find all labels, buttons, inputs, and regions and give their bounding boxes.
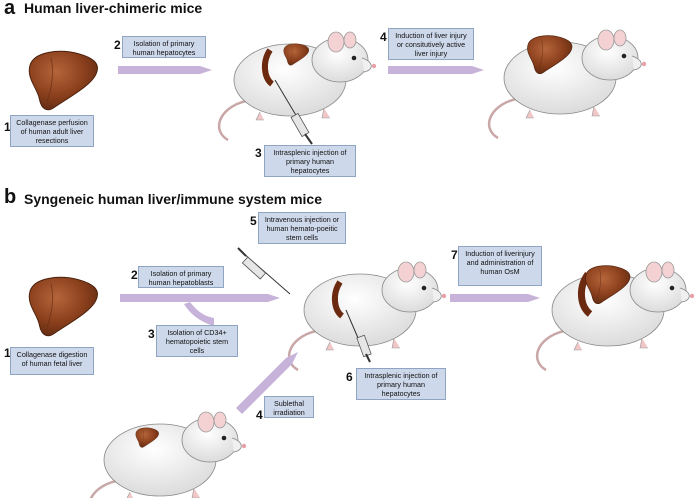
step-a-4-box: Induction of liver injury or consitutive…: [388, 28, 474, 60]
step-b-1-number: 1: [4, 346, 11, 360]
arrow-a-1: [118, 66, 212, 74]
syringe-icon-a: [274, 79, 313, 145]
arrow-b-1: [120, 294, 280, 326]
step-a-1-box: Collagenase perfusion of human adult liv…: [10, 115, 94, 147]
step-b-4-box: Sublethal irradiation: [264, 396, 314, 418]
arrow-b-7: [450, 294, 540, 302]
step-b-7-box: Induction of liverinjury and administrat…: [458, 246, 542, 286]
panel-b-letter: b: [4, 186, 17, 208]
step-b-2-box: Isolation of primary human hepatoblasts: [138, 266, 224, 288]
mouse-a-2: [487, 28, 648, 140]
step-b-6-number: 6: [346, 370, 353, 384]
syringe-icon-b-iv: [237, 247, 291, 295]
step-a-1-number: 1: [4, 120, 11, 134]
step-b-3-box: Isolation of CD34+ hematopoietic stem ce…: [156, 325, 238, 357]
liver-icon-b: [28, 276, 98, 337]
mouse-b-1: [287, 260, 448, 372]
step-a-3-number: 3: [255, 146, 262, 160]
step-b-5-box: Intravenous injection or human hemato-po…: [258, 212, 346, 244]
step-b-3-number: 3: [148, 327, 155, 341]
step-b-6-box: Intrasplenic injection of primary human …: [356, 368, 446, 400]
step-a-2-box: Isolation of primary human hepatocytes: [122, 36, 206, 58]
panel-b-title: Syngeneic human liver/immune system mice: [24, 191, 323, 207]
mouse-b-2: [535, 260, 694, 372]
step-b-1-box: Collagenase digestion of human fetal liv…: [10, 347, 94, 375]
panel-a-title: Human liver-chimeric mice: [24, 0, 203, 16]
liver-icon-a: [28, 50, 98, 111]
step-b-5-number: 5: [250, 214, 257, 228]
step-a-3-box: Intrasplenic injection of primary human …: [264, 145, 356, 177]
arrow-a-2: [388, 66, 484, 74]
syringe-icon-b-is: [345, 309, 372, 363]
mouse-b-irradiated: [87, 410, 248, 498]
step-b-7-number: 7: [451, 248, 458, 262]
step-b-2-number: 2: [131, 268, 138, 282]
arrow-b-4: [236, 352, 298, 414]
step-b-4-number: 4: [256, 408, 263, 422]
mouse-a-1: [217, 30, 378, 142]
panel-a-letter: a: [4, 0, 16, 19]
step-a-2-number: 2: [114, 38, 121, 52]
step-a-4-number: 4: [380, 30, 387, 44]
